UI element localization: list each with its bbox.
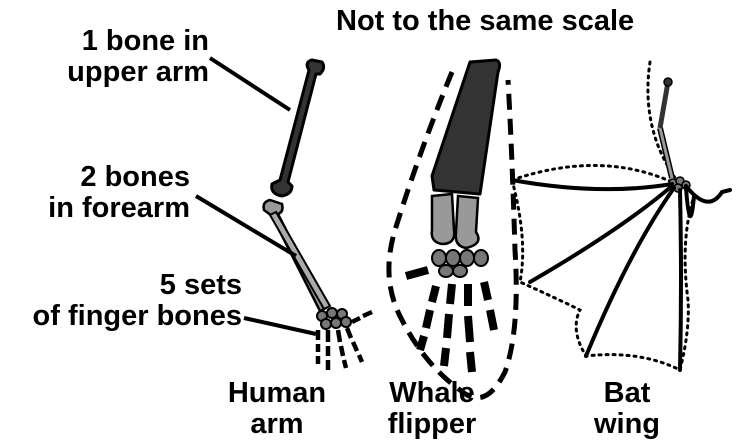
human-upper-arm-bone (272, 60, 324, 196)
whale-wrist-bones (432, 250, 488, 277)
bat-wing-drawing (512, 62, 730, 370)
figure-title: Not to the same scale (336, 6, 634, 37)
callout-forearm-line1: 2 bones (48, 162, 190, 193)
leader-upper-arm (210, 58, 290, 110)
callout-forearm: 2 bones in forearm (48, 162, 190, 224)
bat-finger-bones (512, 180, 730, 370)
human-forearm-bones (264, 200, 330, 311)
callout-upper-arm: 1 bone in upper arm (67, 26, 209, 88)
callout-forearm-line2: in forearm (48, 193, 190, 224)
whale-upper-arm-bone (432, 60, 500, 194)
leader-fingers (244, 318, 316, 334)
callout-upper-arm-line1: 1 bone in (67, 26, 209, 57)
caption-human-arm: Human arm (222, 378, 332, 440)
human-arm-drawing (264, 60, 372, 370)
bat-wing-membrane (512, 62, 694, 370)
bat-upper-arm-bone (660, 82, 668, 128)
caption-bat-wing: Bat wing (582, 378, 672, 440)
whale-forearm-bones (432, 194, 479, 248)
callout-fingers-line1: 5 sets (33, 270, 242, 301)
human-wrist-bones (317, 308, 351, 329)
caption-whale-flipper: Whale flipper (372, 378, 492, 440)
whale-finger-bones (406, 270, 494, 372)
callout-upper-arm-line2: upper arm (67, 57, 209, 88)
callout-fingers: 5 sets of finger bones (33, 270, 242, 332)
callout-fingers-line2: of finger bones (33, 301, 242, 332)
whale-flipper-drawing (389, 60, 516, 398)
